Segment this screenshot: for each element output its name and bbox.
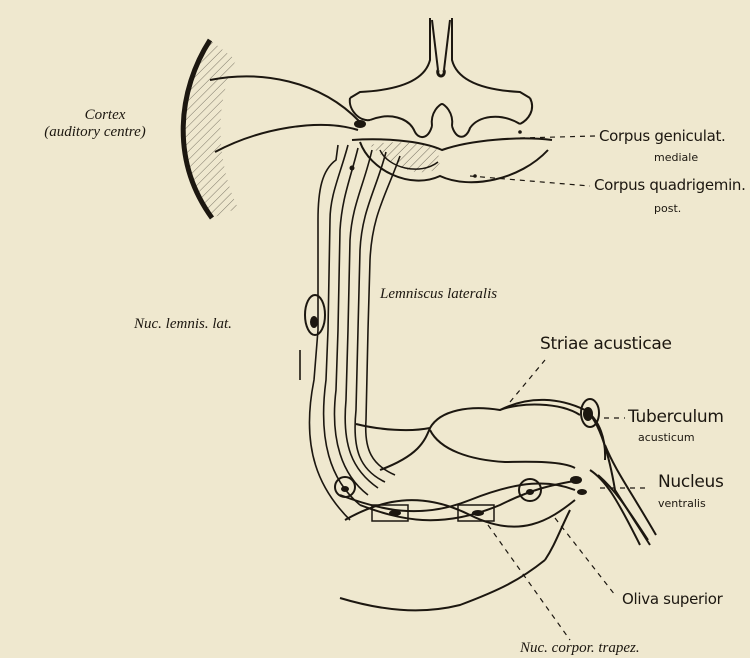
lemniscus-lateralis-label: Lemniscus lateralis	[380, 287, 497, 302]
nuc-corpor-trapez-label: Nuc. corpor. trapez.	[520, 641, 640, 656]
nucleus-sublabel: ventralis	[658, 498, 706, 509]
tuberculum-sublabel: acusticum	[638, 432, 695, 443]
lemniscus-fibers	[300, 145, 400, 520]
corpus-quadrigemin-label: Corpus quadrigemin.	[594, 178, 746, 193]
cortex-shape	[183, 40, 238, 218]
corpus-geniculat-sublabel: mediale	[654, 152, 698, 163]
cortex-label: Cortex	[40, 108, 170, 123]
nuc-lemnis-lat-shape	[305, 295, 325, 335]
leader-lines	[470, 136, 650, 640]
tuberculum-label: Tuberculum	[628, 409, 724, 426]
cortex-sublabel: (auditory centre)	[10, 125, 180, 140]
nuc-lemnis-lat-label: Nuc. lemnis. lat.	[134, 317, 232, 332]
striae-acusticae-label: Striae acusticae	[540, 336, 672, 353]
midbrain-section	[350, 18, 552, 182]
corpus-geniculat-label: Corpus geniculat.	[599, 129, 726, 144]
nucleus-label: Nucleus	[658, 474, 724, 491]
cortical-radiation	[210, 76, 360, 152]
oliva-superior-label: Oliva superior	[622, 592, 723, 607]
corpus-quadrigemin-sublabel: post.	[654, 203, 681, 214]
